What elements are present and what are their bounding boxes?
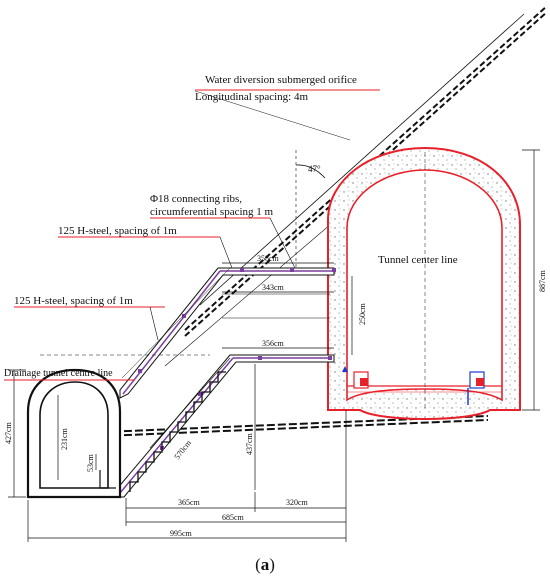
dim-320: 320cm: [286, 498, 309, 507]
upper-support-arm: [119, 267, 336, 399]
main-tunnel: [327, 146, 521, 420]
dimension-lines: [8, 149, 540, 542]
dim-356: 356cm: [262, 339, 285, 348]
lower-support-arm: [115, 267, 335, 498]
dim-250: 250cm: [358, 302, 367, 325]
label-hsteel-lower: 125 H-steel, spacing of 1m: [14, 295, 133, 307]
caption-letter: a: [261, 555, 270, 574]
angle-arc: [295, 164, 326, 179]
dim-231: 231cm: [60, 427, 69, 450]
label-drainage-center: Drainage tunnel centre line: [4, 368, 113, 379]
dim-365: 365cm: [178, 498, 201, 507]
label-tunnel-center: Tunnel center line: [378, 254, 458, 266]
reference-lines: [40, 150, 426, 410]
slope-lines: [79, 5, 548, 438]
caption-close: ): [269, 555, 275, 574]
dim-887: 887cm: [538, 269, 547, 292]
caption-open: (: [255, 555, 261, 574]
label-hsteel-upper: 125 H-steel, spacing of 1m: [58, 225, 177, 237]
figure-caption: (a): [255, 555, 275, 574]
label-orifice-line1: Water diversion submerged orifice: [205, 74, 357, 86]
dim-437: 437cm: [245, 432, 254, 455]
dim-570: 570cm: [172, 438, 193, 461]
label-orifice-line2: Longitudinal spacing: 4m: [195, 91, 308, 103]
label-ribs-line1: Φ18 connecting ribs,: [150, 193, 242, 205]
drainage-tunnel: [26, 368, 122, 499]
label-angle: 47°: [308, 164, 321, 174]
dim-427: 427cm: [4, 421, 13, 444]
leader-lines: [4, 89, 380, 381]
dim-995: 995cm: [170, 529, 193, 538]
dim-685: 685cm: [222, 513, 245, 522]
label-ribs-line2: circumferential spacing 1 m: [150, 206, 274, 218]
dim-343: 343cm: [262, 283, 285, 292]
dim-53: 53cm: [86, 453, 95, 472]
dim-358: 358cm: [257, 254, 280, 263]
